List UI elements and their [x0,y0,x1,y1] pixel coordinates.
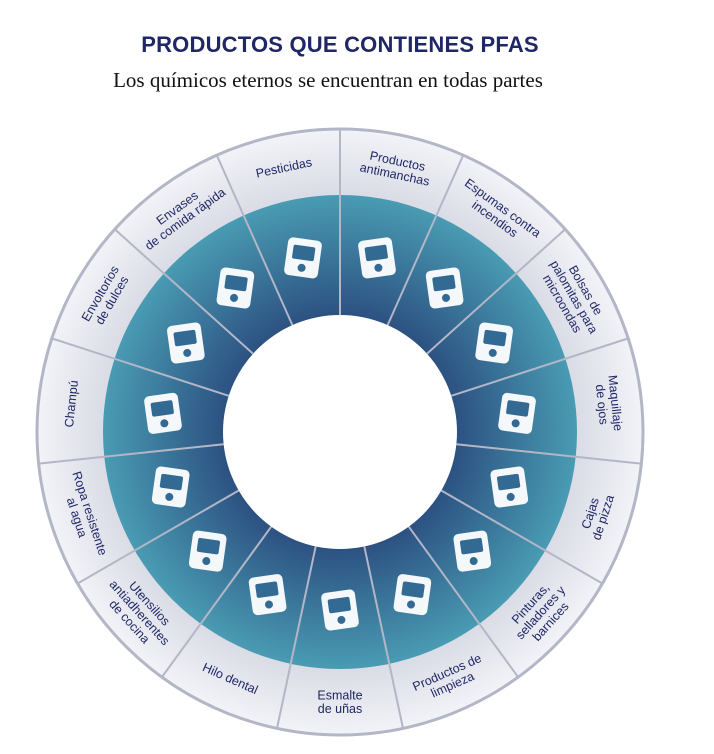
segment-label: Champú [62,380,81,428]
nail-polish-icon [321,589,359,631]
dental-floss-icon [248,574,287,616]
pizza-box-icon [490,466,529,508]
segment-divider [363,546,404,729]
segment-divider [450,337,629,397]
segment-divider [114,228,254,355]
segment-divider [456,443,642,465]
segment-divider [77,489,240,585]
segment-label: Maquillajede ojos [592,374,625,433]
raincoat-icon [151,466,190,508]
fire-extinguisher-icon [425,267,464,309]
candy-icon [167,322,205,364]
label-line: de uñas [318,702,362,716]
segment-divider [386,154,465,326]
label-line: Esmalte [317,688,362,702]
label-line: de ojos [593,384,611,426]
segment-divider [276,546,317,729]
stained-shirt-icon [358,237,396,279]
segment-divider [426,228,566,355]
segment-productos-antimanchas: Productosantimanchas [358,149,431,279]
shampoo-icon [144,392,182,434]
page-title: PRODUCTOS QUE CONTIENES PFAS [141,32,539,57]
center-hole [223,315,457,549]
segment-divider [38,443,224,465]
fast-food-box-icon [216,267,255,309]
cleaning-bottles-icon [393,574,432,616]
paint-brush-icon [453,530,492,572]
page-subtitle: Los químicos eternos se encuentran en to… [113,68,543,92]
segment-divider [51,337,230,397]
segment-divider [407,526,519,678]
popcorn-bag-icon [475,322,513,364]
label-line: Maquillaje [605,374,625,431]
spray-bottle-icon [284,237,322,279]
segment-divider [161,526,273,678]
label-line: Champú [62,380,81,428]
segment-champu: Champú [62,380,182,434]
nonstick-pan-icon [188,530,227,572]
segment-divider [440,489,603,585]
segment-maquillaje-de-ojos: Maquillajede ojos [498,374,625,434]
segment-divider [215,154,294,326]
eye-mascara-icon [498,392,536,434]
